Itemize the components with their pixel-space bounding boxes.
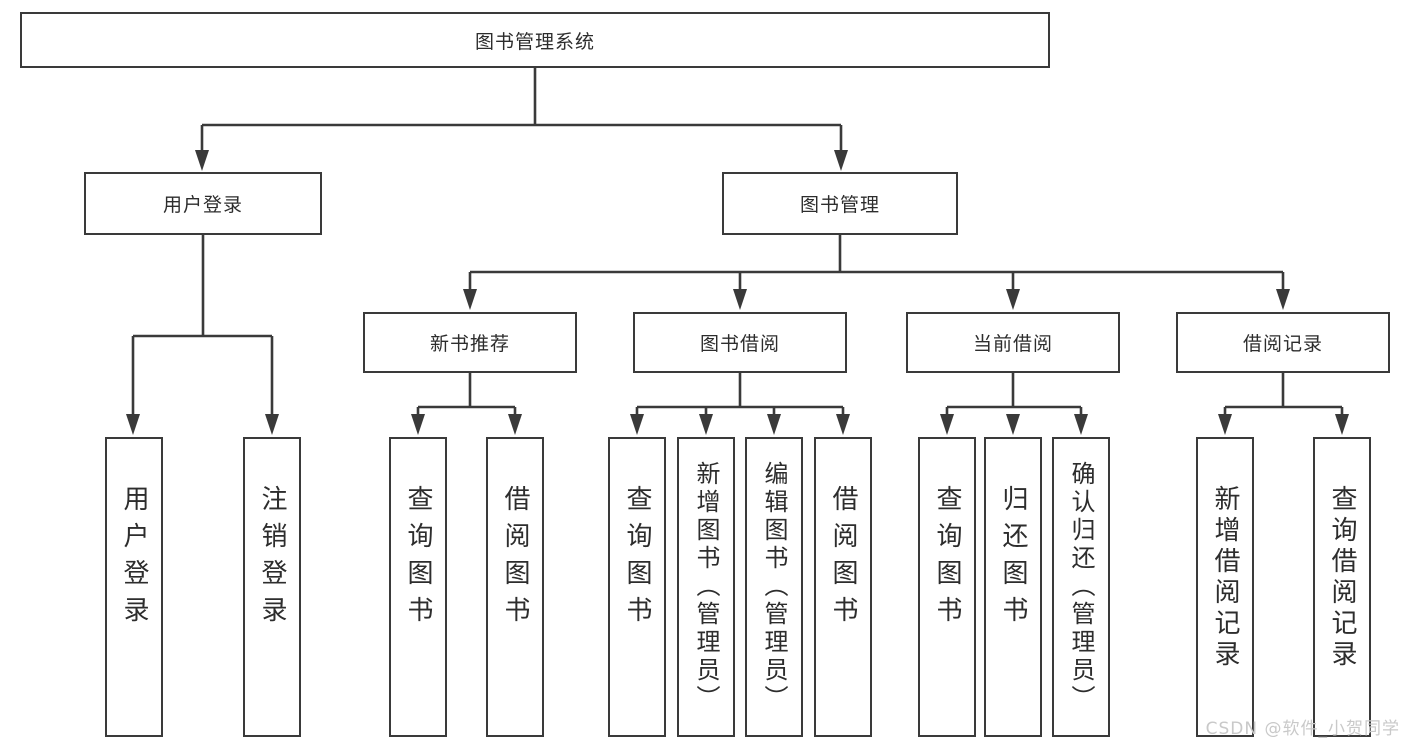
- arrow-down-icon: [126, 414, 140, 435]
- node-label: 查询借阅记录: [1327, 485, 1357, 671]
- arrow-down-icon: [1276, 289, 1290, 310]
- node-label: 新增图书（管理员）: [692, 461, 720, 713]
- node-label: 图书管理: [799, 194, 880, 216]
- node-label: 用户登录: [119, 485, 149, 633]
- arrow-down-icon: [733, 289, 747, 310]
- node-query-borrow-record: 查询借阅记录: [1313, 437, 1371, 737]
- arrow-down-icon: [508, 414, 522, 435]
- arrow-down-icon: [195, 150, 209, 171]
- node-query-books-borrow: 查询图书: [608, 437, 666, 737]
- node-query-books-current: 查询图书: [918, 437, 976, 737]
- node-return-book: 归还图书: [984, 437, 1042, 737]
- arrow-down-icon: [940, 414, 954, 435]
- node-borrowing-records: 借阅记录: [1176, 312, 1390, 373]
- arrow-down-icon: [1006, 289, 1020, 310]
- node-label: 用户登录: [162, 194, 243, 216]
- arrow-down-icon: [767, 414, 781, 435]
- node-label: 新书推荐: [429, 333, 510, 355]
- node-label: 图书管理系统: [474, 30, 595, 53]
- node-add-book-admin: 新增图书（管理员）: [677, 437, 735, 737]
- arrow-down-icon: [1074, 414, 1088, 435]
- node-label: 当前借阅: [972, 333, 1053, 355]
- node-label: 查询图书: [932, 485, 962, 633]
- arrow-down-icon: [836, 414, 850, 435]
- node-label: 借阅图书: [500, 485, 530, 633]
- node-borrow-books-recommend: 借阅图书: [486, 437, 544, 737]
- arrow-down-icon: [1335, 414, 1349, 435]
- arrowheads: [126, 150, 1349, 435]
- node-confirm-return-admin: 确认归还（管理员）: [1052, 437, 1110, 737]
- node-edit-book-admin: 编辑图书（管理员）: [745, 437, 803, 737]
- node-logout: 注销登录: [243, 437, 301, 737]
- arrow-down-icon: [1006, 414, 1020, 435]
- node-borrow-books: 借阅图书: [814, 437, 872, 737]
- arrow-down-icon: [411, 414, 425, 435]
- arrow-down-icon: [699, 414, 713, 435]
- arrow-down-icon: [1218, 414, 1232, 435]
- arrow-down-icon: [463, 289, 477, 310]
- node-library-management-system: 图书管理系统: [20, 12, 1050, 68]
- node-label: 借阅记录: [1242, 333, 1323, 355]
- arrow-down-icon: [630, 414, 644, 435]
- node-label: 编辑图书（管理员）: [760, 461, 788, 713]
- node-book-borrowing: 图书借阅: [633, 312, 847, 373]
- arrow-down-icon: [834, 150, 848, 171]
- connector-path: [131, 68, 1344, 417]
- node-current-borrowing: 当前借阅: [906, 312, 1120, 373]
- node-new-book-recommend: 新书推荐: [363, 312, 577, 373]
- node-label: 确认归还（管理员）: [1067, 461, 1095, 713]
- node-label: 归还图书: [998, 485, 1028, 633]
- node-label: 借阅图书: [828, 485, 858, 633]
- node-user-login: 用户登录: [105, 437, 163, 737]
- node-query-books-recommend: 查询图书: [389, 437, 447, 737]
- node-label: 查询图书: [622, 485, 652, 633]
- node-label: 注销登录: [257, 485, 287, 633]
- node-add-borrow-record: 新增借阅记录: [1196, 437, 1254, 737]
- node-label: 新增借阅记录: [1210, 485, 1240, 671]
- node-user-login-branch: 用户登录: [84, 172, 322, 235]
- node-label: 查询图书: [403, 485, 433, 633]
- node-book-management: 图书管理: [722, 172, 958, 235]
- node-label: 图书借阅: [699, 333, 780, 355]
- arrow-down-icon: [265, 414, 279, 435]
